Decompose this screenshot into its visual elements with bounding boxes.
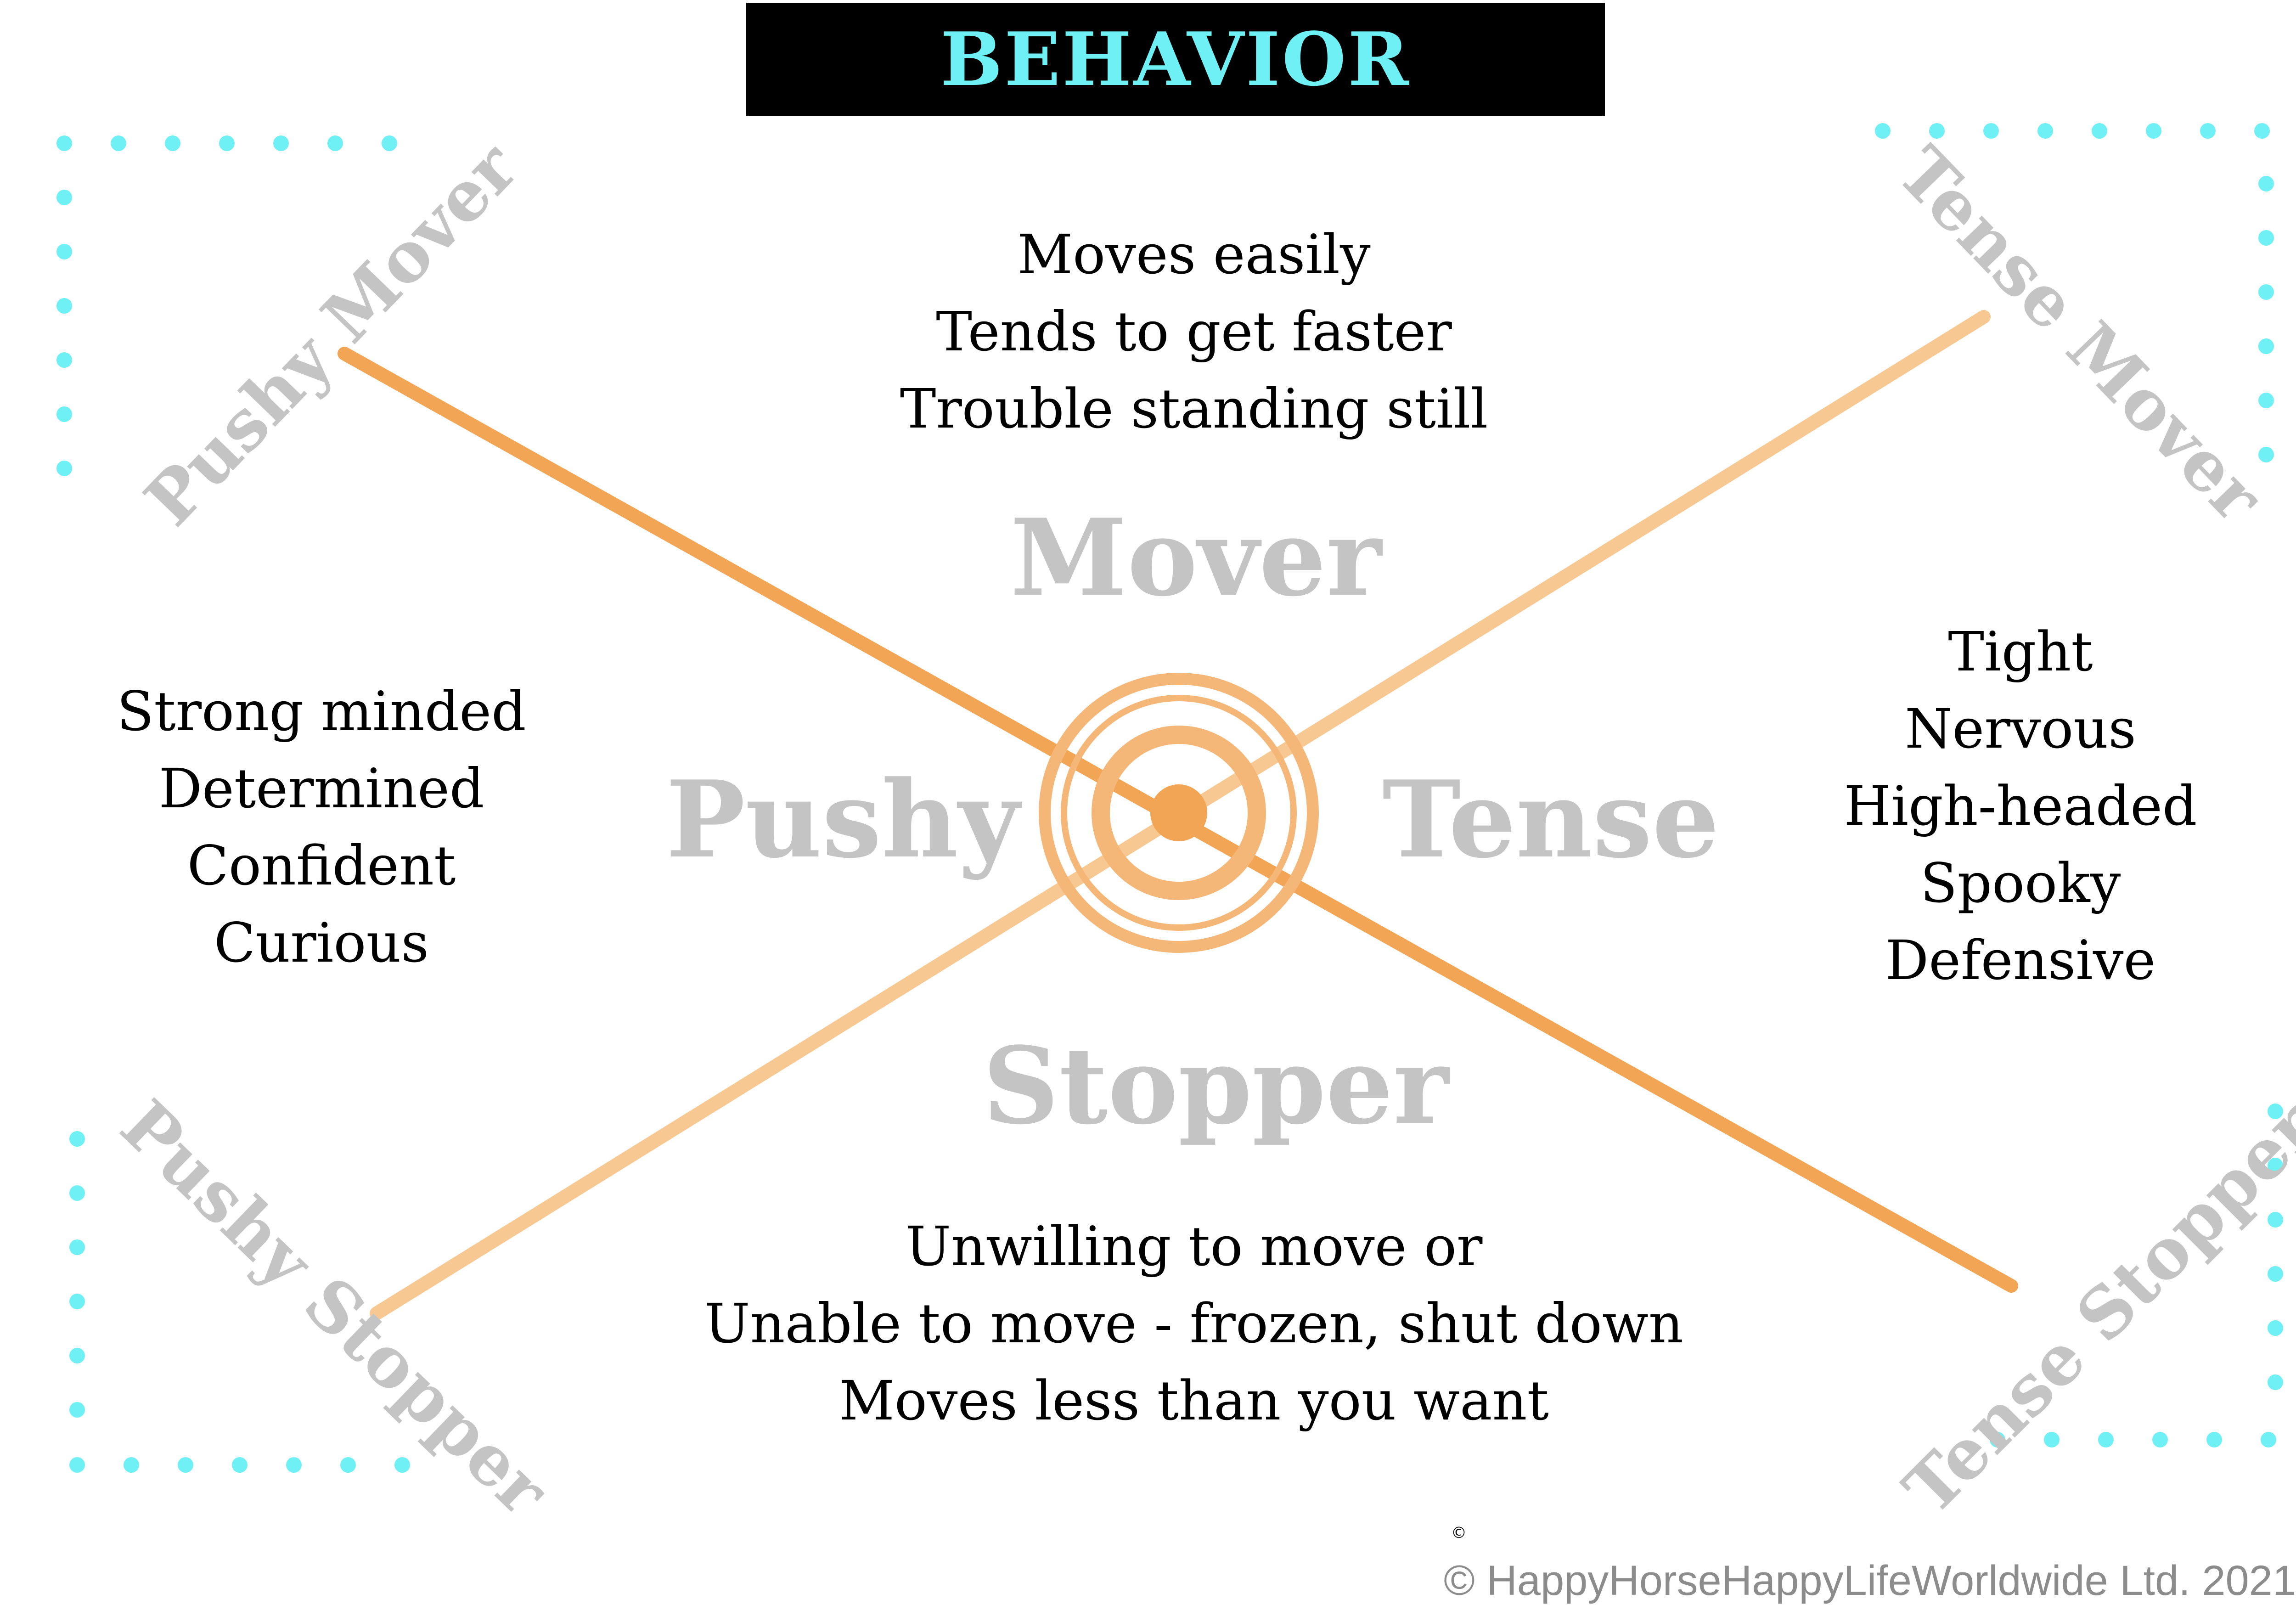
tense-trait: Tight [1948,620,2093,683]
axis-label-mover: Mover [1010,496,1382,620]
bracket-dot [2258,447,2274,462]
bracket-dot [2268,1320,2283,1336]
bracket-dot [394,1457,410,1473]
bracket-dot [1875,123,1891,139]
bracket-dot [56,190,72,205]
dotted-corner-brackets [56,123,2283,1473]
copyright-symbol: © [1451,1524,1467,1542]
bracket-dot [2258,284,2274,300]
mover-trait: Tends to get faster [936,300,1452,363]
mover-trait: Trouble standing still [900,377,1488,440]
bracket-dot [69,1131,85,1147]
title-banner: BEHAVIOR [746,3,1605,116]
bracket-dot [382,135,397,151]
bracket-dot [2268,1212,2283,1228]
tense-trait: High-headed [1844,774,2197,838]
bracket-dot [2268,1104,2283,1119]
bracket-dot [2254,123,2270,139]
bracket-dot [1929,123,1945,139]
bracket-dot [2037,123,2053,139]
bracket-dot [165,135,180,151]
bracket-dot [273,135,289,151]
bracket-dot [2146,123,2161,139]
bracket-dot [56,135,72,151]
pushy-description: Strong minded Determined Confident Curio… [92,673,551,981]
stopper-trait: Unwilling to move or [905,1215,1483,1278]
bracket-dot [2268,1158,2283,1173]
bracket-dot [2200,123,2216,139]
bracket-dot [2206,1432,2222,1447]
bracket-dot [111,135,126,151]
bracket-dot [56,298,72,314]
pushy-trait: Strong minded [117,680,526,743]
bracket-dot [69,1239,85,1255]
pushy-trait: Curious [214,911,429,974]
bracket-dot [56,352,72,368]
bracket-dot [2258,176,2274,191]
bracket-dot [69,1185,85,1201]
pushy-trait: Determined [158,757,484,820]
bracket-dot [178,1457,193,1473]
pushy-trait: Confident [187,834,456,897]
bracket-dot [219,135,235,151]
bracket-dot [2268,1266,2283,1282]
axis-label-pushy: Pushy [666,758,1020,882]
tense-trait: Defensive [1885,929,2156,992]
bracket-dot [2044,1432,2060,1447]
bracket-dot [2261,1432,2276,1447]
bracket-dot [2258,393,2274,408]
bracket-dot [327,135,343,151]
bracket-dot [69,1348,85,1363]
bracket-dot [2152,1432,2168,1447]
bracket-dot [2268,1374,2283,1390]
bracket-dot [69,1294,85,1309]
mover-trait: Moves easily [1017,223,1371,286]
bracket-dot [340,1457,356,1473]
axis-label-stopper: Stopper [983,1024,1449,1148]
bracket-dot [56,461,72,476]
tense-trait: Spooky [1920,851,2121,915]
bracket-dot [2098,1432,2114,1447]
target-icon [1039,673,1319,953]
axis-label-tense: Tense [1382,758,1720,882]
bracket-dot [286,1457,302,1473]
bracket-dot [232,1457,248,1473]
bracket-dot [69,1402,85,1418]
bracket-dot [1990,1432,2005,1447]
mover-description: Moves easily Tends to get faster Trouble… [827,216,1561,447]
bracket-dot [56,244,72,259]
stopper-description: Unwilling to move or Unable to move - fr… [666,1208,1722,1439]
bracket-dot [124,1457,139,1473]
tense-trait: Nervous [1905,697,2136,760]
tense-description: Tight Nervous High-headed Spooky Defensi… [1791,613,2250,999]
bracket-dot [69,1457,85,1473]
bracket-dot [2258,338,2274,354]
stopper-trait: Moves less than you want [839,1369,1549,1432]
page-title: BEHAVIOR [940,16,1411,102]
bracket-dot [2258,230,2274,246]
stopper-trait: Unable to move - frozen, shut down [704,1292,1683,1355]
bracket-dot [2092,123,2107,139]
bracket-dot [1983,123,1999,139]
copyright-notice: © HappyHorseHappyLifeWorldwide Ltd. 2021 [1444,1557,2296,1604]
bracket-dot [56,406,72,422]
